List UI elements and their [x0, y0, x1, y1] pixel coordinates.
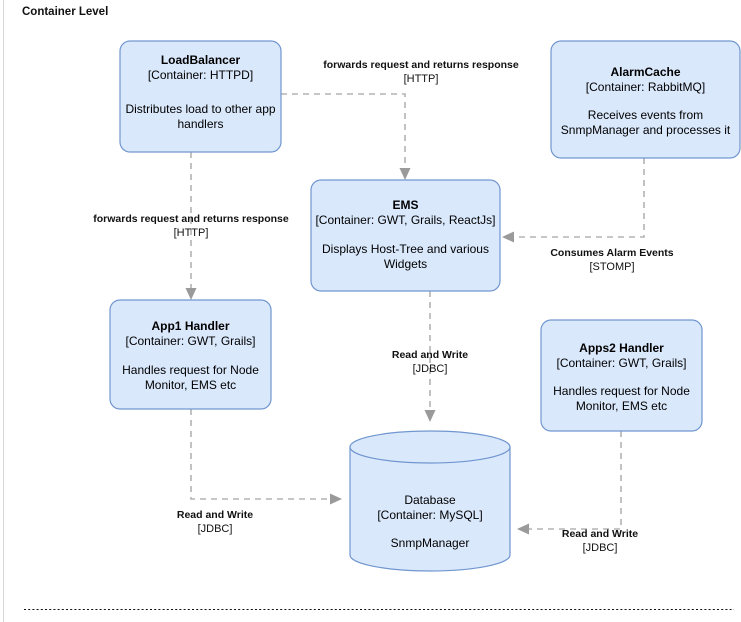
node-ems-tech: [Container: GWT, Grails, ReactJs] [315, 213, 495, 227]
node-ems-shape[interactable] [310, 179, 501, 292]
node-database-desc-1: SnmpManager [391, 536, 470, 550]
node-alarmcache-shape[interactable] [550, 40, 741, 159]
node-apps2handler-shape[interactable] [540, 319, 703, 432]
node-apps2handler-title: Apps2 Handler [579, 341, 664, 355]
edge-lb-to-app1-label: forwards request and returns response [93, 213, 289, 225]
node-alarmcache-desc-2: SnmpManager and processes it [561, 123, 731, 137]
page-title: Container Level [22, 6, 108, 18]
node-apps2handler-tech: [Container: GWT, Grails] [556, 356, 686, 370]
node-ems-desc-1: Displays Host-Tree and various [322, 242, 489, 256]
node-database-cylinder-top[interactable] [349, 430, 511, 464]
node-app1handler-tech: [Container: GWT, Grails] [125, 334, 255, 348]
edge-app1-to-db-line [190, 409, 332, 500]
edge-app1-to-db-protocol: [JDBC] [198, 523, 233, 535]
edge-lb-to-ems-line [281, 93, 406, 172]
edge-app1-to-db: Read and Write [JDBC] [177, 409, 342, 535]
node-ems-desc-2: Widgets [384, 257, 427, 271]
edge-ems-to-db-arrowhead [424, 410, 436, 422]
node-app1handler[interactable]: App1 Handler [Container: GWT, Grails] Ha… [109, 299, 272, 410]
node-database-cylinder-body[interactable] [349, 446, 511, 572]
node-app1handler-desc-2: Monitor, EMS etc [145, 378, 236, 392]
edge-ems-to-db-protocol: [JDBC] [413, 363, 448, 375]
edge-app1-to-db-arrowhead [330, 493, 342, 505]
node-database[interactable]: Database [Container: MySQL] SnmpManager [349, 430, 511, 572]
node-loadbalancer-desc-1: Distributes load to other app [125, 102, 275, 116]
edge-alarmcache-to-ems-arrowhead [502, 231, 514, 243]
edge-apps2-to-db-protocol: [JDBC] [583, 542, 618, 554]
edge-alarmcache-to-ems-label: Consumes Alarm Events [550, 247, 673, 259]
edge-lb-to-app1-arrowhead [185, 288, 197, 300]
node-loadbalancer-desc-2: handlers [177, 117, 223, 131]
edge-ems-to-db-label: Read and Write [392, 349, 468, 361]
node-app1handler-desc-1: Handles request for Node [122, 363, 259, 377]
edge-lb-to-ems-protocol: [HTTP] [404, 73, 439, 85]
node-alarmcache-title: AlarmCache [610, 65, 680, 79]
node-loadbalancer-shape[interactable] [119, 40, 282, 153]
node-app1handler-shape[interactable] [109, 299, 272, 410]
edge-lb-to-app1: forwards request and returns response [H… [93, 152, 289, 300]
edge-alarmcache-to-ems-line [512, 158, 645, 238]
node-loadbalancer[interactable]: LoadBalancer [Container: HTTPD] Distribu… [119, 40, 282, 153]
node-database-tech: [Container: MySQL] [377, 508, 482, 522]
edge-apps2-to-db-arrowhead [517, 523, 529, 535]
edge-app1-to-db-label: Read and Write [177, 509, 253, 521]
node-alarmcache[interactable]: AlarmCache [Container: RabbitMQ] Receive… [550, 40, 741, 159]
node-apps2handler[interactable]: Apps2 Handler [Container: GWT, Grails] H… [540, 319, 703, 432]
node-app1handler-title: App1 Handler [151, 319, 229, 333]
node-ems-title: EMS [392, 198, 418, 212]
edge-apps2-to-db: Read and Write [JDBC] [517, 431, 638, 554]
node-alarmcache-tech: [Container: RabbitMQ] [586, 80, 705, 94]
edge-alarmcache-to-ems-protocol: [STOMP] [589, 261, 634, 273]
edge-lb-to-ems-arrowhead [399, 168, 411, 180]
edge-lb-to-ems-label: forwards request and returns response [323, 59, 519, 71]
edge-lb-to-app1-protocol: [HTTP] [174, 227, 209, 239]
edge-lb-to-ems: forwards request and returns response [H… [281, 59, 519, 180]
node-apps2handler-desc-2: Monitor, EMS etc [576, 399, 667, 413]
edge-apps2-to-db-label: Read and Write [562, 528, 638, 540]
edge-alarmcache-to-ems: Consumes Alarm Events [STOMP] [502, 158, 674, 273]
edge-apps2-to-db-line [527, 431, 622, 530]
node-apps2handler-desc-1: Handles request for Node [553, 384, 690, 398]
node-alarmcache-desc-1: Receives events from [588, 108, 703, 122]
node-database-title: Database [404, 493, 456, 507]
node-ems[interactable]: EMS [Container: GWT, Grails, ReactJs] Di… [310, 179, 501, 292]
node-loadbalancer-tech: [Container: HTTPD] [148, 68, 253, 82]
edge-ems-to-db: Read and Write [JDBC] [392, 291, 468, 422]
node-loadbalancer-title: LoadBalancer [161, 53, 241, 67]
